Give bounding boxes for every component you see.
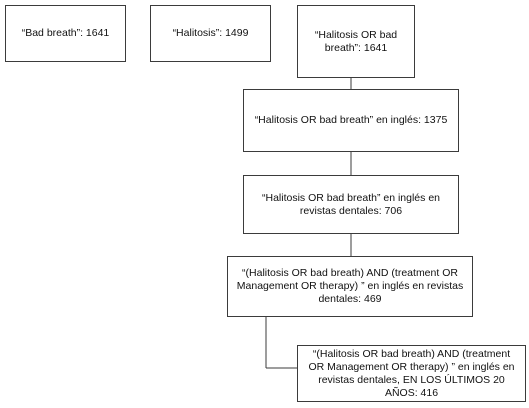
dental-journals-box: “Halitosis OR bad breath” en inglés en r… bbox=[243, 175, 459, 234]
halitosis-or-bad-breath-box: “Halitosis OR bad breath”: 1641 bbox=[297, 5, 415, 78]
halitosis-box: “Halitosis”: 1499 bbox=[150, 5, 271, 62]
last-20-years-box: “(Halitosis OR bad breath) AND (treatmen… bbox=[297, 345, 526, 402]
last-20-years-text: “(Halitosis OR bad breath) AND (treatmen… bbox=[308, 347, 515, 399]
treatment-filter-box: “(Halitosis OR bad breath) AND (treatmen… bbox=[227, 256, 473, 317]
bad-breath-text: “Bad breath”: 1641 bbox=[21, 27, 110, 39]
halitosis-text: “Halitosis”: 1499 bbox=[172, 27, 249, 39]
treatment-filter-text: “(Halitosis OR bad breath) AND (treatmen… bbox=[236, 267, 464, 305]
english-filter-box: “Halitosis OR bad breath” en inglés: 137… bbox=[243, 89, 459, 152]
english-filter-text: “Halitosis OR bad breath” en inglés: 137… bbox=[254, 114, 448, 126]
dental-journals-text: “Halitosis OR bad breath” en inglés en r… bbox=[261, 191, 440, 217]
halitosis-or-bad-breath-text: “Halitosis OR bad breath”: 1641 bbox=[314, 28, 398, 54]
bad-breath-box: “Bad breath”: 1641 bbox=[5, 5, 126, 62]
